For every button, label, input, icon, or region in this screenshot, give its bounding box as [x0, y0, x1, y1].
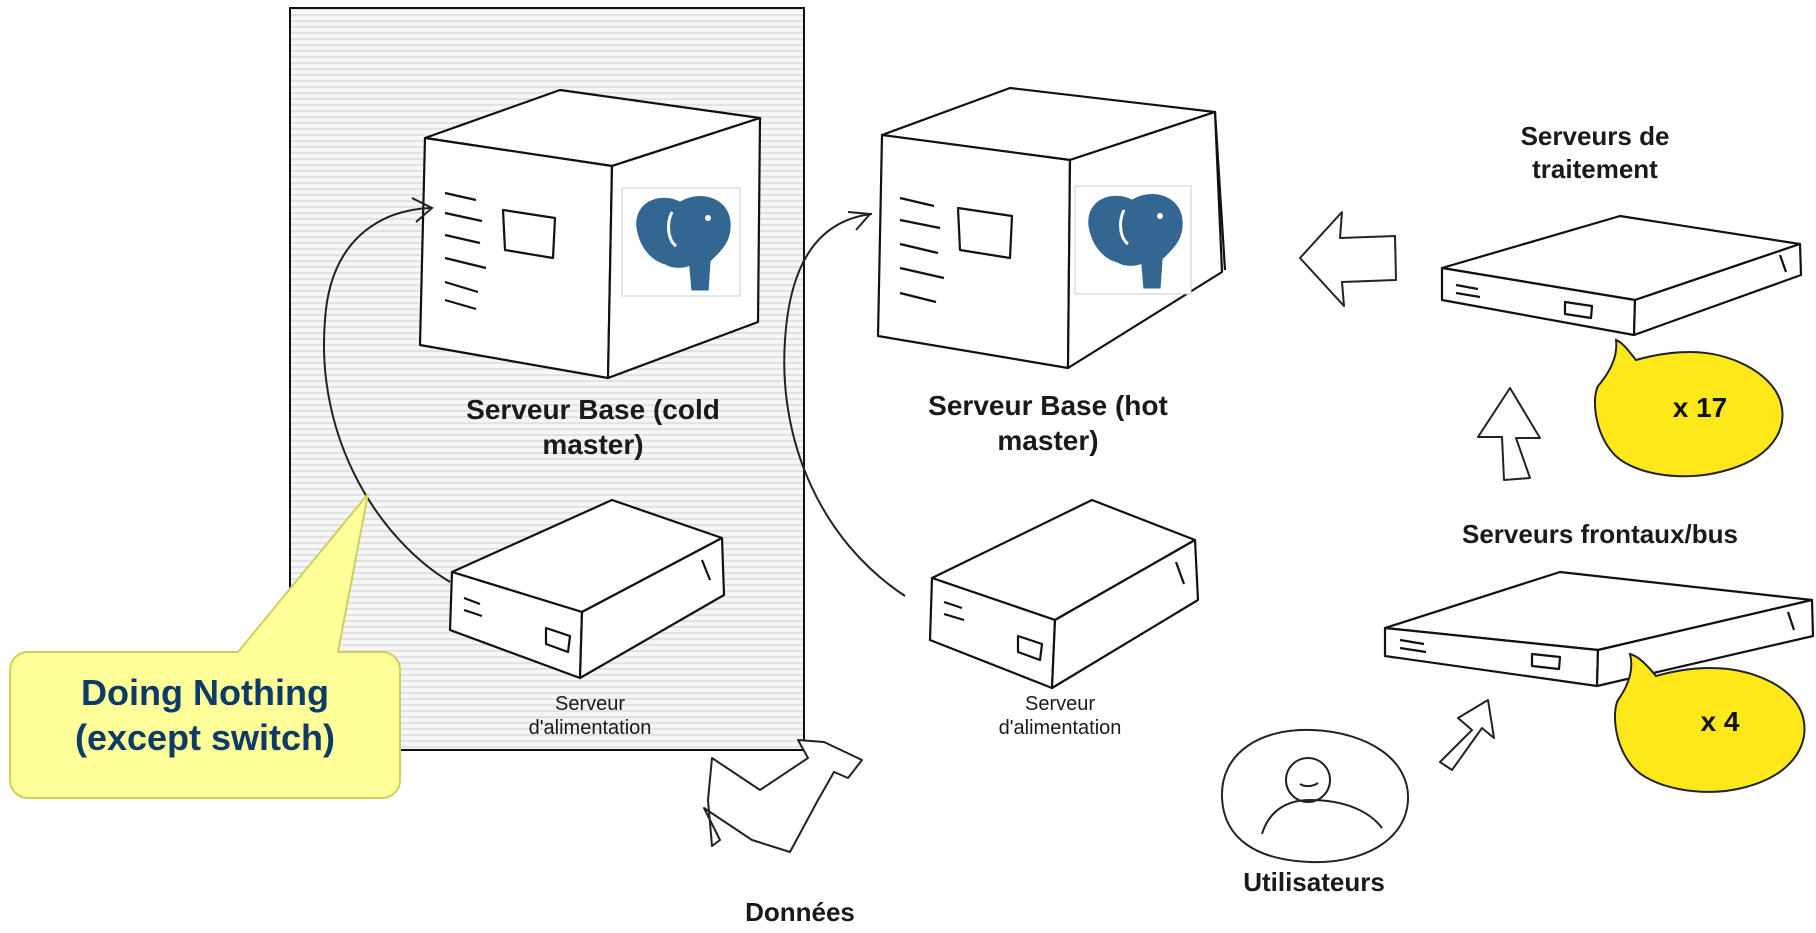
callout-bubble	[9, 493, 401, 799]
count-badge-frontend	[1613, 652, 1806, 793]
processing-servers-label: Serveurs de traitement	[1520, 121, 1670, 184]
callout-line1: Doing Nothing	[81, 672, 329, 713]
postgresql-elephant-icon	[1074, 185, 1192, 295]
rack-server-icon	[928, 498, 1200, 690]
rack-server-icon	[1440, 214, 1803, 337]
count-processing-text: x 17	[1672, 392, 1728, 423]
power-server-left-line1: Serveur	[554, 693, 626, 715]
rack-server-icon	[448, 498, 726, 680]
hot-master-link-curve	[783, 213, 906, 597]
callout-line2: (except switch)	[74, 717, 336, 758]
hot-master-label: Serveur Base (hot master)	[928, 390, 1168, 456]
arrow-icon	[1439, 699, 1495, 771]
power-server-right-line1: Serveur	[1024, 693, 1096, 715]
cold-master-arrowhead	[411, 197, 434, 223]
power-server-left-line2: d'alimentation	[528, 717, 652, 739]
power-server-left-label: Serveur d'alimentation	[490, 692, 690, 740]
cold-master-label: Serveur Base (cold master)	[466, 394, 720, 460]
user-icon	[1220, 728, 1410, 864]
count-frontend-text: x 4	[1700, 706, 1740, 737]
hot-master-arrowhead	[847, 211, 873, 231]
rack-server-icon	[1383, 570, 1815, 688]
frontend-servers-label: Serveurs frontaux/bus	[1462, 519, 1738, 549]
arrow-icon	[1477, 387, 1541, 481]
power-server-right-line2: d'alimentation	[998, 717, 1122, 739]
power-server-right-label: Serveur d'alimentation	[960, 692, 1160, 740]
postgresql-elephant-icon	[621, 187, 741, 297]
arrow-icon	[703, 739, 863, 853]
count-badge-processing	[1593, 338, 1784, 478]
cold-master-link-curve	[323, 207, 451, 583]
arrow-icon	[1299, 211, 1397, 307]
callout-text: Doing Nothing (except switch)	[20, 670, 390, 760]
data-label: Données	[745, 897, 855, 927]
server-tower-icon	[418, 88, 762, 380]
users-label: Utilisateurs	[1243, 867, 1385, 897]
